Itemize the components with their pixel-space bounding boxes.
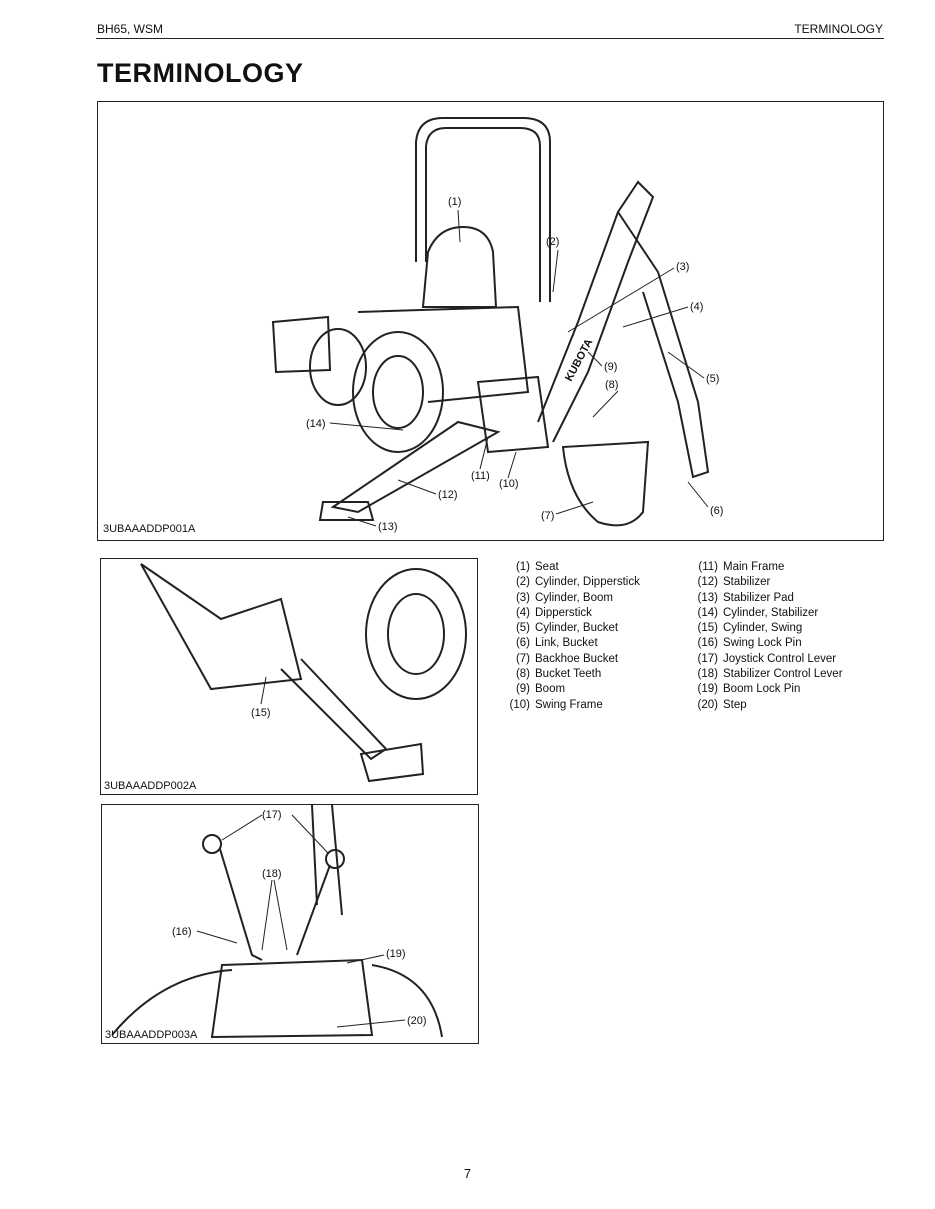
figure-code: 3UBAAADDP002A	[104, 780, 197, 792]
legend-item: (3)Cylinder, Boom	[515, 591, 613, 604]
callout-9: (9)	[604, 361, 617, 373]
header-doc-id: BH65, WSM	[97, 22, 164, 36]
callout-12: (12)	[438, 489, 458, 501]
header-rule	[96, 38, 884, 39]
figure-code: 3UBAAADDP003A	[105, 1029, 198, 1041]
callout-8: (8)	[605, 379, 618, 391]
callout-14: (14)	[306, 418, 326, 430]
legend-item: (1)Seat	[515, 561, 559, 573]
callout-15: (15)	[251, 707, 271, 719]
legend-item: (12)Stabilizer	[697, 576, 771, 589]
page-title: TERMINOLOGY	[97, 58, 304, 88]
legend-item: (9)Boom	[515, 683, 566, 696]
callout-3: (3)	[676, 261, 689, 273]
legend-item: (20)Step	[697, 698, 747, 711]
swing-cylinder-illustration: (15)	[140, 563, 467, 783]
legend-item: (15)Cylinder, Swing	[697, 622, 803, 635]
callout-7: (7)	[541, 510, 554, 522]
legend-item: (7)Backhoe Bucket	[515, 652, 619, 665]
callout-1: (1)	[448, 196, 461, 208]
legend-item: (11)Main Frame	[698, 561, 785, 573]
backhoe-overview-illustration: (1) (2) (3) (4) (5) (6) (7) (8) (9) (10)…	[271, 117, 723, 533]
legend-item: (14)Cylinder, Stabilizer	[697, 606, 819, 619]
callout-11: (11)	[471, 470, 490, 482]
legend-item: (5)Cylinder, Bucket	[515, 622, 619, 635]
figure-backhoe-overview: (1) (2) (3) (4) (5) (6) (7) (8) (9) (10)…	[97, 101, 884, 541]
callout-5: (5)	[706, 373, 719, 385]
kubota-logo-text: KUBOTA	[563, 337, 595, 384]
legend-item: (17)Joystick Control Lever	[697, 652, 837, 665]
legend-left-column: (1)Seat (2)Cylinder, Dipperstick (3)Cyli…	[505, 560, 640, 713]
callout-10: (10)	[499, 478, 519, 490]
legend-right-column: (11)Main Frame (12)Stabilizer (13)Stabil…	[693, 560, 843, 713]
control-levers-illustration: (17) (18) (16) (19) (20)	[111, 804, 443, 1039]
legend-item: (4)Dipperstick	[515, 606, 592, 619]
legend-item: (18)Stabilizer Control Lever	[697, 668, 843, 681]
callout-18: (18)	[262, 868, 282, 880]
legend-item: (8)Bucket Teeth	[515, 668, 602, 681]
callout-17: (17)	[262, 809, 282, 821]
callout-4: (4)	[690, 301, 703, 313]
legend-item: (16)Swing Lock Pin	[697, 637, 802, 650]
figure-swing-cylinder: (15) 3UBAAADDP002A	[100, 558, 478, 795]
figure-control-levers: (17) (18) (16) (19) (20) 3UBAAADDP003A	[101, 804, 479, 1044]
figure-code: 3UBAAADDP001A	[103, 523, 196, 535]
callout-6: (6)	[710, 505, 723, 517]
callout-20: (20)	[407, 1015, 427, 1027]
header-section-title: TERMINOLOGY	[794, 22, 883, 36]
callout-19: (19)	[386, 948, 406, 960]
legend-item: (6)Link, Bucket	[515, 637, 598, 650]
callout-2: (2)	[546, 236, 559, 248]
page-number: 7	[463, 1166, 472, 1181]
callout-16: (16)	[172, 926, 192, 938]
legend-item: (13)Stabilizer Pad	[697, 591, 794, 604]
legend-item: (19)Boom Lock Pin	[697, 683, 801, 696]
callout-13: (13)	[378, 521, 398, 533]
legend-item: (2)Cylinder, Dipperstick	[515, 576, 640, 589]
legend-item: (10)Swing Frame	[509, 698, 603, 711]
